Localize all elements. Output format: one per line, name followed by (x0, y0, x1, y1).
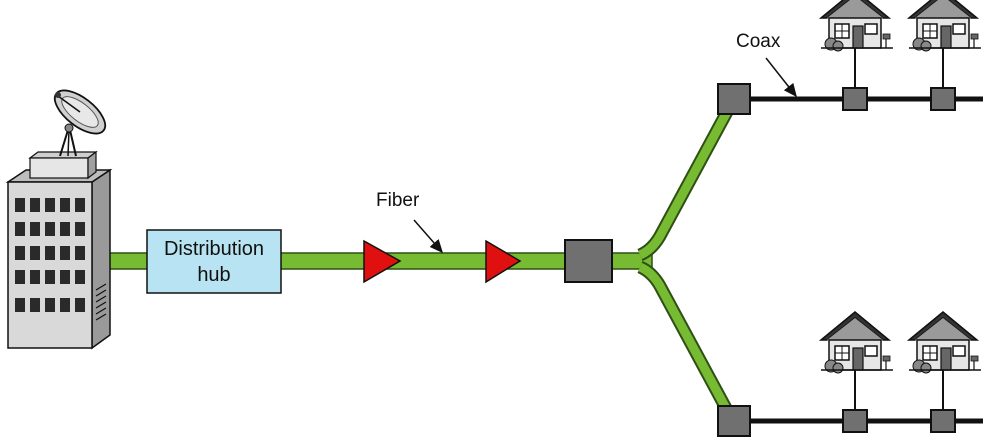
coax-taps (842, 87, 956, 433)
house-icon (820, 0, 894, 52)
fiber-node-upper (717, 83, 751, 115)
house-icon (908, 0, 982, 52)
amplifier-icon (485, 239, 522, 284)
coax-label-arrow (765, 57, 797, 98)
house-icon (908, 311, 982, 374)
amplifier-icon (363, 239, 402, 284)
hub-label-line2: hub (197, 264, 230, 286)
house-icon (820, 311, 894, 374)
headend-building-icon (5, 150, 113, 350)
fiber-splitter-node (564, 239, 613, 283)
tap-lower-1 (842, 409, 868, 433)
fiber-label: Fiber (376, 190, 420, 211)
fiber-branch-lower (637, 261, 734, 416)
house-drops (854, 48, 944, 412)
coax-label: Coax (736, 31, 781, 52)
distribution-hub: Distribution hub (146, 229, 282, 294)
tap-upper-1 (842, 87, 868, 111)
fiber-node-lower (717, 405, 751, 437)
fiber-label-arrow (413, 219, 443, 254)
hub-label-line1: Distribution (164, 238, 264, 260)
satellite-dish-icon (53, 89, 107, 157)
tap-upper-2 (930, 87, 956, 111)
tap-lower-2 (930, 409, 956, 433)
fiber-branch-upper (637, 106, 734, 261)
